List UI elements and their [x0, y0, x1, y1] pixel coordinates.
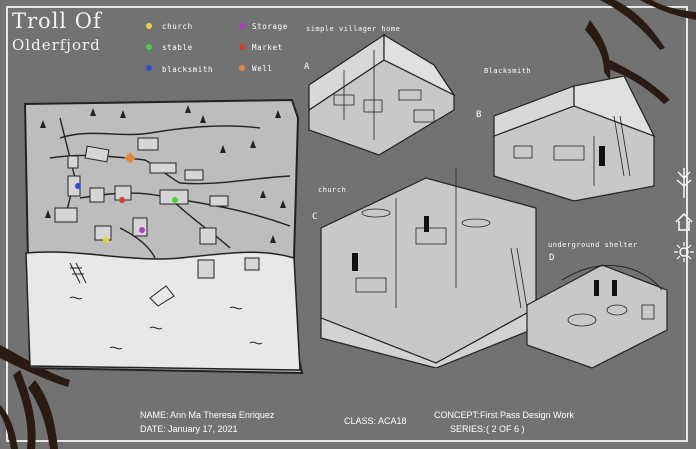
date-label: DATE: [140, 424, 166, 434]
legend-stable: stable [162, 43, 193, 52]
blacksmith-heading: Blacksmith [484, 67, 532, 75]
shelter-heading: underground shelter [548, 241, 638, 249]
church-marker [103, 237, 109, 243]
legend-well: Well [252, 64, 273, 73]
concept-label: CONCEPT: [434, 410, 480, 420]
legend-storage: Storage [252, 22, 288, 31]
class-label: CLASS: [344, 416, 377, 426]
sun-icon [674, 242, 694, 262]
stable-marker [172, 197, 178, 203]
village-map [23, 98, 304, 375]
legend-blacksmith: blacksmith [162, 65, 214, 74]
sheet-border [6, 6, 688, 442]
blacksmith-marker [75, 183, 81, 189]
villager-home-sketch [308, 33, 456, 156]
blacksmith-sketch [493, 76, 656, 202]
class-value: ACA18 [378, 416, 407, 426]
artist-name: Ann Ma Theresa Enriquez [170, 410, 275, 420]
legend-market: Market [252, 43, 283, 52]
date-value: January 17, 2021 [168, 424, 238, 434]
storage-marker [139, 227, 145, 233]
label-c: C [312, 212, 318, 222]
church-legend-dot [146, 23, 152, 29]
tree-icon [676, 168, 692, 198]
label-d: D [549, 253, 555, 263]
page-title: Troll Of [12, 9, 102, 33]
storage-legend-dot [239, 23, 245, 29]
name-label: NAME: [140, 410, 169, 420]
church-heading: church [318, 186, 347, 194]
label-b: B [476, 110, 482, 120]
blacksmith-legend-dot [146, 65, 152, 71]
concept-value: First Pass Design Work [480, 410, 574, 420]
underground-shelter-sketch [526, 264, 668, 369]
villager-home-heading: simple villager home [306, 25, 401, 33]
market-marker [119, 197, 125, 203]
series-value: ( 2 OF 6 ) [486, 424, 525, 434]
legend-church: church [162, 22, 193, 31]
page-subtitle: Olderfjord [12, 36, 101, 54]
church-sketch [320, 168, 537, 368]
market-legend-dot [239, 44, 245, 50]
house-icon [675, 212, 693, 231]
series-label: SERIES: [450, 424, 486, 434]
well-legend-dot [239, 65, 245, 71]
label-a: A [304, 62, 310, 72]
stable-legend-dot [146, 44, 152, 50]
